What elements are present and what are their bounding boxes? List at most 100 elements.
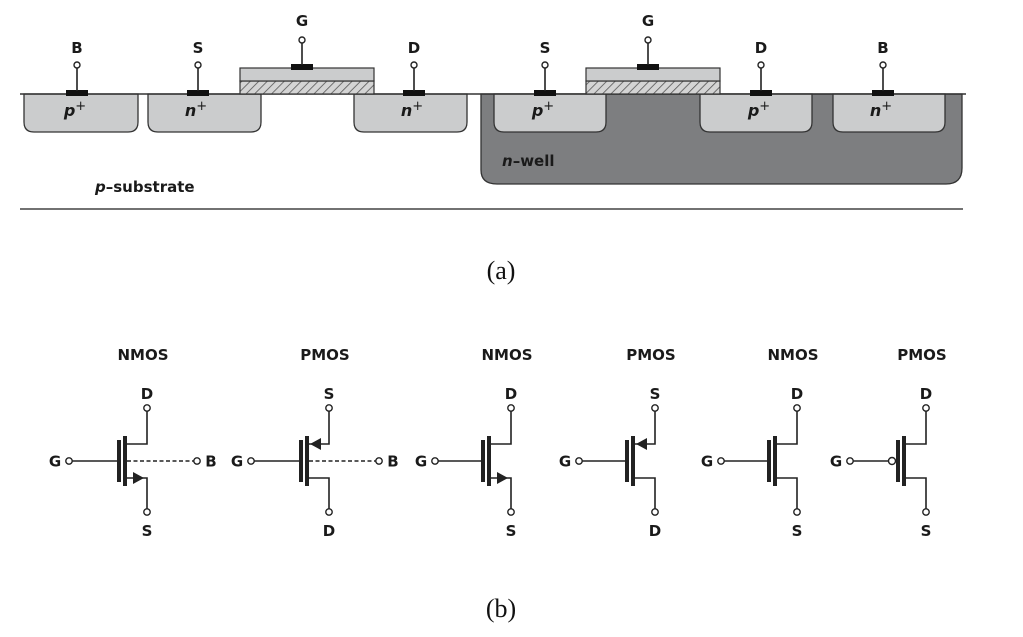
diffusion-n-plus-drain-nmos <box>353 93 468 133</box>
terminal-contact: S <box>534 39 556 96</box>
contact-pad <box>637 64 659 70</box>
terminal-contact: B <box>872 39 894 96</box>
source-arrow <box>133 472 144 484</box>
symbol-bottom-terminal-label: S <box>142 522 153 540</box>
terminal-node <box>575 457 583 465</box>
symbol-title: PMOS <box>897 346 946 364</box>
terminal-node <box>651 404 659 412</box>
channel-bar <box>123 436 127 486</box>
contact-pad <box>534 90 556 96</box>
symbol-top-terminal-label: D <box>920 385 932 403</box>
doping-label: p+ <box>531 99 554 120</box>
source-arrow <box>497 472 508 484</box>
doping-label: n+ <box>185 99 207 120</box>
caption-b: (b) <box>486 594 516 623</box>
bottom-lead <box>775 477 798 509</box>
inversion-bubble <box>887 456 897 466</box>
contact-pad <box>187 90 209 96</box>
channel-bar <box>773 436 777 486</box>
gate-plate <box>625 440 629 482</box>
gate-terminal-label: G <box>830 453 842 471</box>
caption-a: (a) <box>487 256 516 285</box>
terminal-node <box>410 61 418 69</box>
terminal-node <box>922 404 930 412</box>
terminal-node <box>541 61 549 69</box>
bottom-lead <box>633 477 656 509</box>
symbol-bottom-terminal-label: S <box>792 522 803 540</box>
gate-terminal-label: G <box>415 453 427 471</box>
terminal-node <box>922 508 930 516</box>
symbol-title: PMOS <box>626 346 675 364</box>
doping-label: n+ <box>870 99 892 120</box>
channel-bar <box>631 436 635 486</box>
terminal-node <box>644 36 652 44</box>
channel-bar <box>902 436 906 486</box>
contact-pad <box>291 64 313 70</box>
terminal-node <box>846 457 854 465</box>
symbol-bottom-terminal-label: D <box>649 522 661 540</box>
terminal-contact: D <box>403 39 425 96</box>
substrate-label: p–substrate <box>94 178 195 196</box>
symbol-pmos-pmos-bubble: PMOS D S G <box>830 346 947 540</box>
gate-terminal-label: G <box>231 453 243 471</box>
gate-plate <box>481 440 485 482</box>
terminal-node <box>757 61 765 69</box>
gate-terminal-label: G <box>701 453 713 471</box>
symbol-top-terminal-label: D <box>791 385 803 403</box>
symbol-title: NMOS <box>481 346 532 364</box>
terminal-label: S <box>540 39 551 57</box>
symbol-top-terminal-label: S <box>324 385 335 403</box>
gate-plate <box>896 440 900 482</box>
contact-pad <box>403 90 425 96</box>
terminal-node <box>793 404 801 412</box>
bottom-lead <box>489 477 512 509</box>
diffusion-n-plus-source-nmos <box>147 93 262 133</box>
terminal-label: D <box>755 39 767 57</box>
symbol-title: PMOS <box>300 346 349 364</box>
terminal-label: G <box>296 12 308 30</box>
gate-plate <box>117 440 121 482</box>
terminal-node <box>193 457 201 465</box>
terminal-label: D <box>408 39 420 57</box>
terminal-node <box>793 508 801 516</box>
bottom-lead <box>125 477 148 509</box>
terminal-node <box>247 457 255 465</box>
terminal-node <box>73 61 81 69</box>
bottom-lead <box>904 477 927 509</box>
top-lead <box>125 411 148 445</box>
contact-pad <box>872 90 894 96</box>
channel-bar <box>487 436 491 486</box>
symbol-nmos-nmos-simple: NMOS D S G <box>701 346 819 540</box>
body-terminal-label: B <box>205 453 216 471</box>
terminal-node <box>717 457 725 465</box>
symbol-title: NMOS <box>767 346 818 364</box>
terminal-contact: D <box>750 39 772 96</box>
top-lead <box>307 411 330 445</box>
terminal-node <box>325 404 333 412</box>
gate-oxide-pmos <box>585 80 721 95</box>
terminal-node <box>507 404 515 412</box>
diffusion-p-plus-source-pmos <box>493 93 607 133</box>
channel-bar <box>305 436 309 486</box>
doping-label: p+ <box>747 99 770 120</box>
terminal-node <box>65 457 73 465</box>
diffusion-p-plus-drain-pmos <box>699 93 813 133</box>
terminal-label: S <box>193 39 204 57</box>
top-lead <box>633 411 656 445</box>
terminal-node <box>143 508 151 516</box>
gate-plate <box>299 440 303 482</box>
gate-plate <box>767 440 771 482</box>
top-lead <box>489 411 512 445</box>
symbol-bottom-terminal-label: D <box>323 522 335 540</box>
contact-pad <box>750 90 772 96</box>
gate-terminal-label: G <box>49 453 61 471</box>
diffusion-n-plus-body-pmos <box>832 93 946 133</box>
symbol-top-terminal-label: S <box>650 385 661 403</box>
symbol-bottom-terminal-label: S <box>921 522 932 540</box>
